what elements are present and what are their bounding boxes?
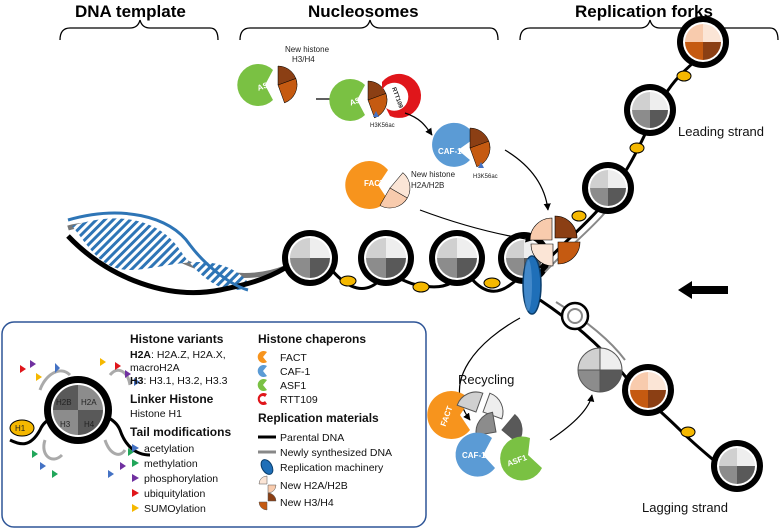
recycled-histones-lagging xyxy=(577,347,623,393)
caf1-complex-top: CAF-1 H3K56ac xyxy=(432,122,498,180)
asf1-rtt109-complex: ASF1 RTT109 H3K56ac xyxy=(329,73,422,129)
fact-complex-top: FACT xyxy=(345,161,411,209)
legend-nucleosome: H2B H2A H3 H4 H1 xyxy=(9,358,151,478)
svg-text:H3K56ac: H3K56ac xyxy=(473,174,498,180)
new-h3h4-label-1: New histone xyxy=(285,45,330,54)
leading-nucleosome-2 xyxy=(624,84,676,136)
svg-text:acetylation: acetylation xyxy=(144,443,194,455)
recycling-arrow-up xyxy=(549,394,595,441)
svg-text:phosphorylation: phosphorylation xyxy=(144,473,218,485)
legend-tail-mods: acetylation methylation phosphorylation … xyxy=(132,443,218,515)
svg-text:H4: H4 xyxy=(84,420,95,429)
lagging-loop xyxy=(560,301,590,331)
recycling-asf1: ASF1 xyxy=(500,436,542,481)
arrow-to-caf1 xyxy=(404,112,433,136)
legend-tail-title: Tail modifications xyxy=(130,425,231,439)
svg-text:methylation: methylation xyxy=(144,458,198,470)
svg-text:CAF-1: CAF-1 xyxy=(438,147,462,156)
svg-text:ubiquitylation: ubiquitylation xyxy=(144,488,205,500)
linker-h1-dots xyxy=(339,275,501,293)
svg-text:H3K56ac: H3K56ac xyxy=(370,123,395,129)
svg-text:SUMOylation: SUMOylation xyxy=(144,503,206,515)
new-h2ah2b-label-2: H2A/H2B xyxy=(411,181,444,190)
svg-text:Parental DNA: Parental DNA xyxy=(280,432,344,444)
svg-text:New H2A/H2B: New H2A/H2B xyxy=(280,480,348,492)
legend-linker-value: Histone H1 xyxy=(130,408,182,420)
svg-text:CAF-1: CAF-1 xyxy=(462,451,486,460)
legend-chaperons: FACT CAF-1 ASF1 RTT109 xyxy=(257,351,318,406)
header-replication-forks: Replication forks xyxy=(519,2,779,41)
svg-text:CAF-1: CAF-1 xyxy=(280,366,310,378)
dna-double-helix xyxy=(66,211,287,295)
svg-text:FACT: FACT xyxy=(280,352,307,364)
svg-text:Replication machinery: Replication machinery xyxy=(280,462,384,474)
svg-text:New H3/H4: New H3/H4 xyxy=(280,497,334,509)
svg-text:H1: H1 xyxy=(15,424,26,433)
legend-materials-title: Replication materials xyxy=(258,411,379,425)
leading-nucleosome-new xyxy=(677,16,729,68)
leading-strand-label: Leading strand xyxy=(678,124,764,139)
legend-chaperons-title: Histone chaperons xyxy=(258,332,366,346)
template-nucleosome-2 xyxy=(358,230,414,286)
legend-h2a-line2: macroH2A xyxy=(130,362,180,374)
fork-direction-arrow xyxy=(678,281,728,299)
new-h2ah2b-label-1: New histone xyxy=(411,170,456,179)
recycling-label: Recycling xyxy=(458,372,514,387)
svg-text:Nucleosomes: Nucleosomes xyxy=(308,2,419,21)
svg-text:RTT109: RTT109 xyxy=(280,394,318,406)
leading-nucleosome-1 xyxy=(582,162,634,214)
header-nucleosomes: Nucleosomes xyxy=(239,2,499,41)
asf1-complex-1: ASF1 xyxy=(237,64,298,106)
svg-text:Newly synthesized DNA: Newly synthesized DNA xyxy=(280,447,392,459)
svg-text:H2B: H2B xyxy=(56,398,72,407)
legend-h2a-line: H2A: H2A.Z, H2A.X, xyxy=(130,349,226,361)
arrow-caf1-to-fork xyxy=(504,149,551,211)
assembling-nucleosome xyxy=(529,215,581,267)
header-dna-template: DNA template xyxy=(59,2,219,41)
svg-text:H3: H3 xyxy=(60,420,71,429)
legend-linker-title: Linker Histone xyxy=(130,392,214,406)
svg-text:RTT109: RTT109 xyxy=(390,87,403,110)
leading-h1-dots xyxy=(571,70,692,222)
lagging-h1-dots xyxy=(680,426,696,438)
replication-machinery xyxy=(522,255,542,315)
new-h3h4-label-2: H3/H4 xyxy=(292,55,315,64)
template-nucleosome-3 xyxy=(429,230,485,286)
svg-text:H2A: H2A xyxy=(81,398,97,407)
arrow-fact-to-fork xyxy=(419,209,533,243)
lagging-nucleosome-old xyxy=(711,440,763,492)
legend-h3-line: H3: H3.1, H3.2, H3.3 xyxy=(130,375,228,387)
svg-text:ASF1: ASF1 xyxy=(280,380,306,392)
lagging-strand-label: Lagging strand xyxy=(642,500,728,515)
lagging-nucleosome-new xyxy=(622,364,674,416)
recycling-caf1: CAF-1 xyxy=(455,432,495,477)
legend-variants-title: Histone variants xyxy=(130,332,224,346)
recycling-old-histones xyxy=(456,391,523,444)
legend-materials: Parental DNA Newly synthesized DNA Repli… xyxy=(258,432,392,511)
svg-text:Replication forks: Replication forks xyxy=(575,2,713,21)
svg-text:FACT: FACT xyxy=(364,179,385,188)
template-nucleosome-1 xyxy=(282,230,338,286)
svg-text:DNA template: DNA template xyxy=(75,2,186,21)
